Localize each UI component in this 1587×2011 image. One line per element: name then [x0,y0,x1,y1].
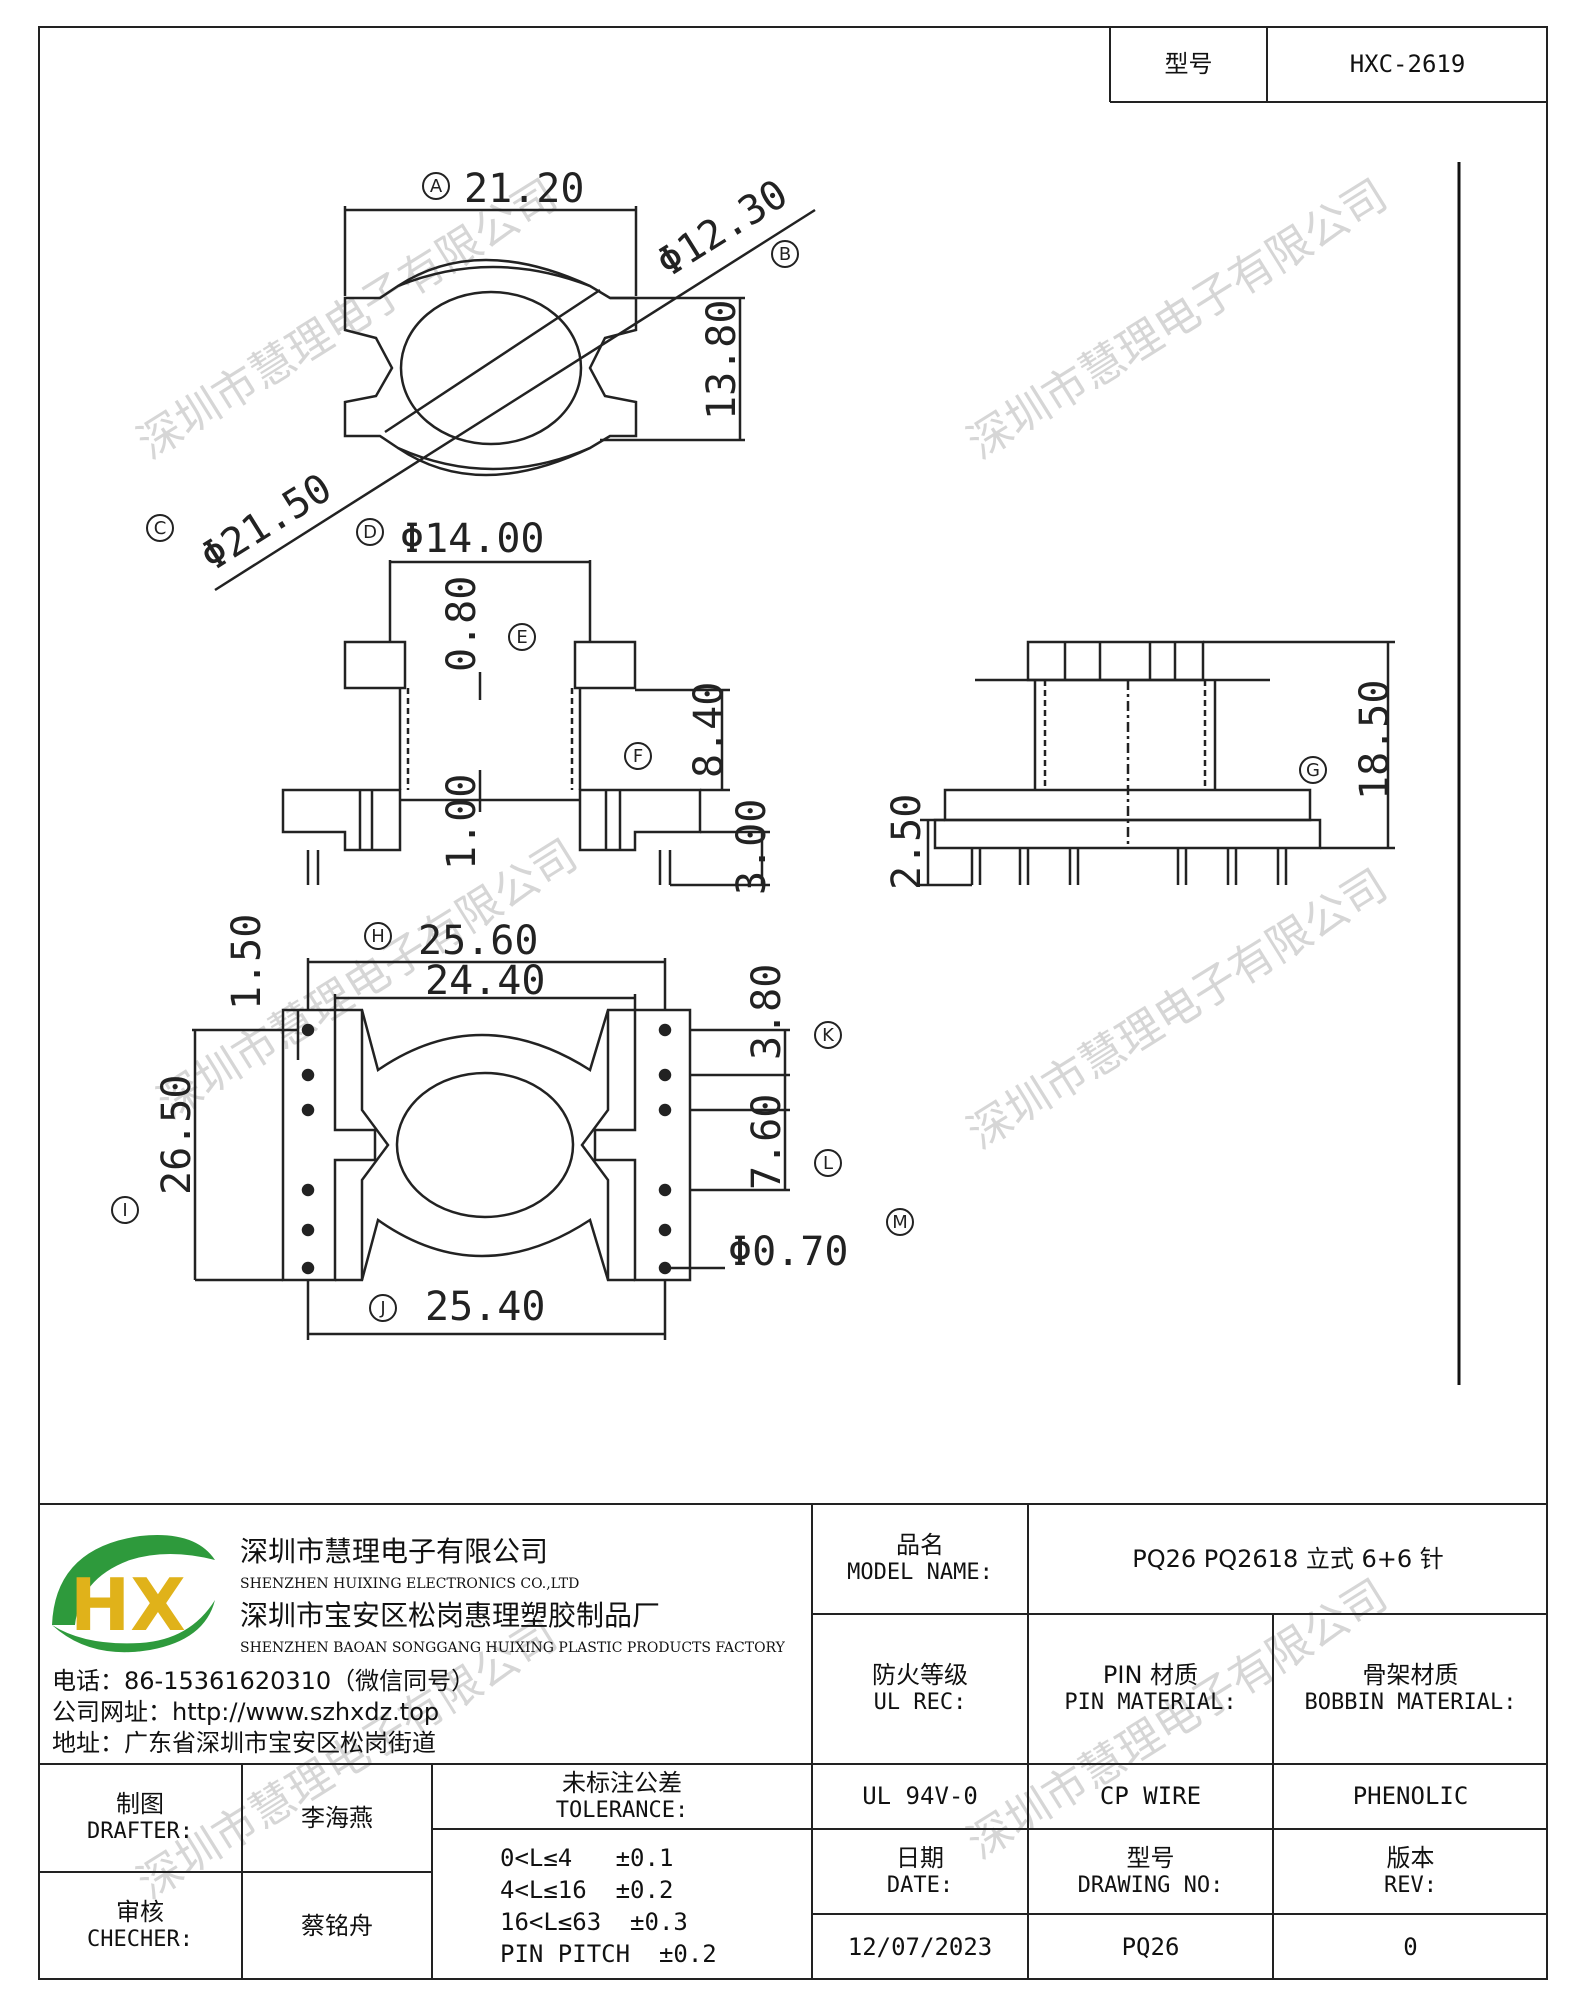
logo-text: HX [70,1563,186,1647]
markers: A B C D E F G H I J K L M [111,172,1327,1322]
dim-I: 26.50 [154,1075,200,1195]
drafter-name: 李海燕 [301,1803,373,1832]
ul-value: UL 94V-0 [862,1782,978,1811]
marker-M: M [886,1208,914,1236]
dim-F: 8.40 [686,682,732,778]
dim-D: Φ14.00 [400,516,545,562]
marker-H: H [364,922,392,950]
dim-A: 21.20 [464,166,584,212]
svg-text:E: E [516,627,527,648]
company-logo: HX [52,1535,215,1653]
svg-text:H: H [371,926,385,947]
svg-text:L: L [823,1153,833,1174]
dim-13-80: 13.80 [699,300,745,420]
marker-I: I [111,1196,139,1224]
drawing-frame [38,26,1548,1980]
watermark: 深圳市慧理电子有限公司 [959,860,1396,1160]
checker-name: 蔡铭舟 [301,1911,373,1940]
marker-G: G [1299,756,1327,784]
contact-info: 电话：86-15361620310（微信同号） 公司网址：http://www.… [52,1666,475,1759]
dim-G: 18.50 [1352,680,1398,800]
dim-M: Φ0.70 [728,1229,848,1275]
watermark: 深圳市慧理电子有限公司 [129,170,566,470]
marker-L: L [814,1149,842,1177]
factory-name-en: SHENZHEN BAOAN SONGGANG HUIXING PLASTIC … [240,1640,785,1656]
bottom-view [192,958,790,1340]
svg-text:M: M [892,1212,908,1233]
pin-value: CP WIRE [1099,1782,1202,1811]
marker-A: A [422,172,450,200]
svg-text:G: G [1306,760,1320,781]
watermark: 深圳市慧理电子有限公司 [959,170,1396,470]
dim-f1: 1.00 [439,774,485,870]
front-view [281,560,770,887]
company-name-cn: 深圳市慧理电子有限公司 [240,1535,549,1568]
date-value: 12/07/2023 [847,1932,993,1961]
svg-text:C: C [154,518,167,539]
marker-K: K [814,1021,842,1049]
dim-H: 25.60 [418,918,538,964]
company-name-en: SHENZHEN HUIXING ELECTRONICS CO.,LTD [240,1576,580,1592]
svg-text:B: B [779,244,791,265]
dim-h2: 1.50 [224,914,270,1010]
svg-text:I: I [122,1200,127,1221]
tolerance-list: 0<L≤4 ±0.1 4<L≤16 ±0.2 16<L≤63 ±0.3 PIN … [500,1835,810,1977]
marker-C: C [146,514,174,542]
marker-D: D [356,518,384,546]
model-name-value: PQ26 PQ2618 立式 6+6 针 [1132,1544,1444,1573]
marker-F: F [624,742,652,770]
dim-K: 3.80 [744,964,790,1060]
tolerance-row: 0<L≤4 ±0.1 [500,1844,674,1872]
tolerance-row: 4<L≤16 ±0.2 [500,1876,674,1904]
svg-text:K: K [822,1025,835,1046]
address: 地址：广东省深圳市宝安区松岗街道 [52,1729,436,1757]
company-info: 深圳市慧理电子有限公司 SHENZHEN HUIXING ELECTRONICS… [240,1530,785,1656]
top-view [214,206,816,592]
bobbin-value: PHENOLIC [1352,1782,1469,1811]
rev-value: 0 [1403,1932,1418,1961]
tolerance-row: PIN PITCH ±0.2 [500,1940,717,1968]
svg-text:J: J [379,1298,385,1319]
model-label: 型号 [1164,49,1213,78]
model-value: HXC-2619 [1349,49,1466,78]
svg-text:F: F [633,746,643,767]
dim-J: 25.40 [425,1284,545,1330]
marker-E: E [508,623,536,651]
svg-text:D: D [363,522,377,543]
tolerance-row: 16<L≤63 ±0.3 [500,1908,688,1936]
marker-B: B [771,240,799,268]
website[interactable]: 公司网址：http://www.szhxdz.top [52,1698,440,1726]
dim-L: 7.60 [744,1094,790,1190]
dim-f2: 3.00 [729,799,775,895]
drawing-no-value: PQ26 [1121,1932,1180,1961]
svg-text:A: A [430,176,443,197]
phone: 电话：86-15361620310（微信同号） [52,1667,476,1695]
dim-E: 0.80 [439,576,485,672]
dim-g1: 2.50 [884,794,930,890]
side-view [920,640,1395,887]
title-block-grid [38,1503,1548,1980]
factory-name-cn: 深圳市宝安区松岗惠理塑胶制品厂 [240,1599,661,1632]
dim-h1: 24.40 [425,958,545,1004]
marker-J: J [369,1294,397,1322]
dim-C: Φ21.50 [193,465,340,581]
